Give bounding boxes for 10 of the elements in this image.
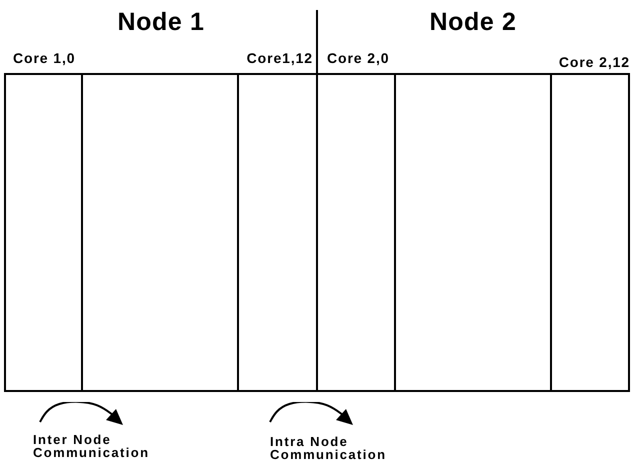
legend-text: Inter Node Communication	[33, 433, 150, 459]
core-label: Core1,12	[246, 50, 313, 66]
core-label: Core 2,0	[327, 50, 390, 66]
core-label: Core 2,12	[558, 54, 630, 70]
core-label: Core 1,0	[13, 50, 76, 66]
core-column	[394, 73, 552, 392]
node-heading: Node 2	[428, 8, 518, 36]
core-column	[81, 73, 239, 392]
node-heading: Node 1	[116, 8, 206, 36]
legend-text: Intra Node Communication	[270, 435, 388, 461]
